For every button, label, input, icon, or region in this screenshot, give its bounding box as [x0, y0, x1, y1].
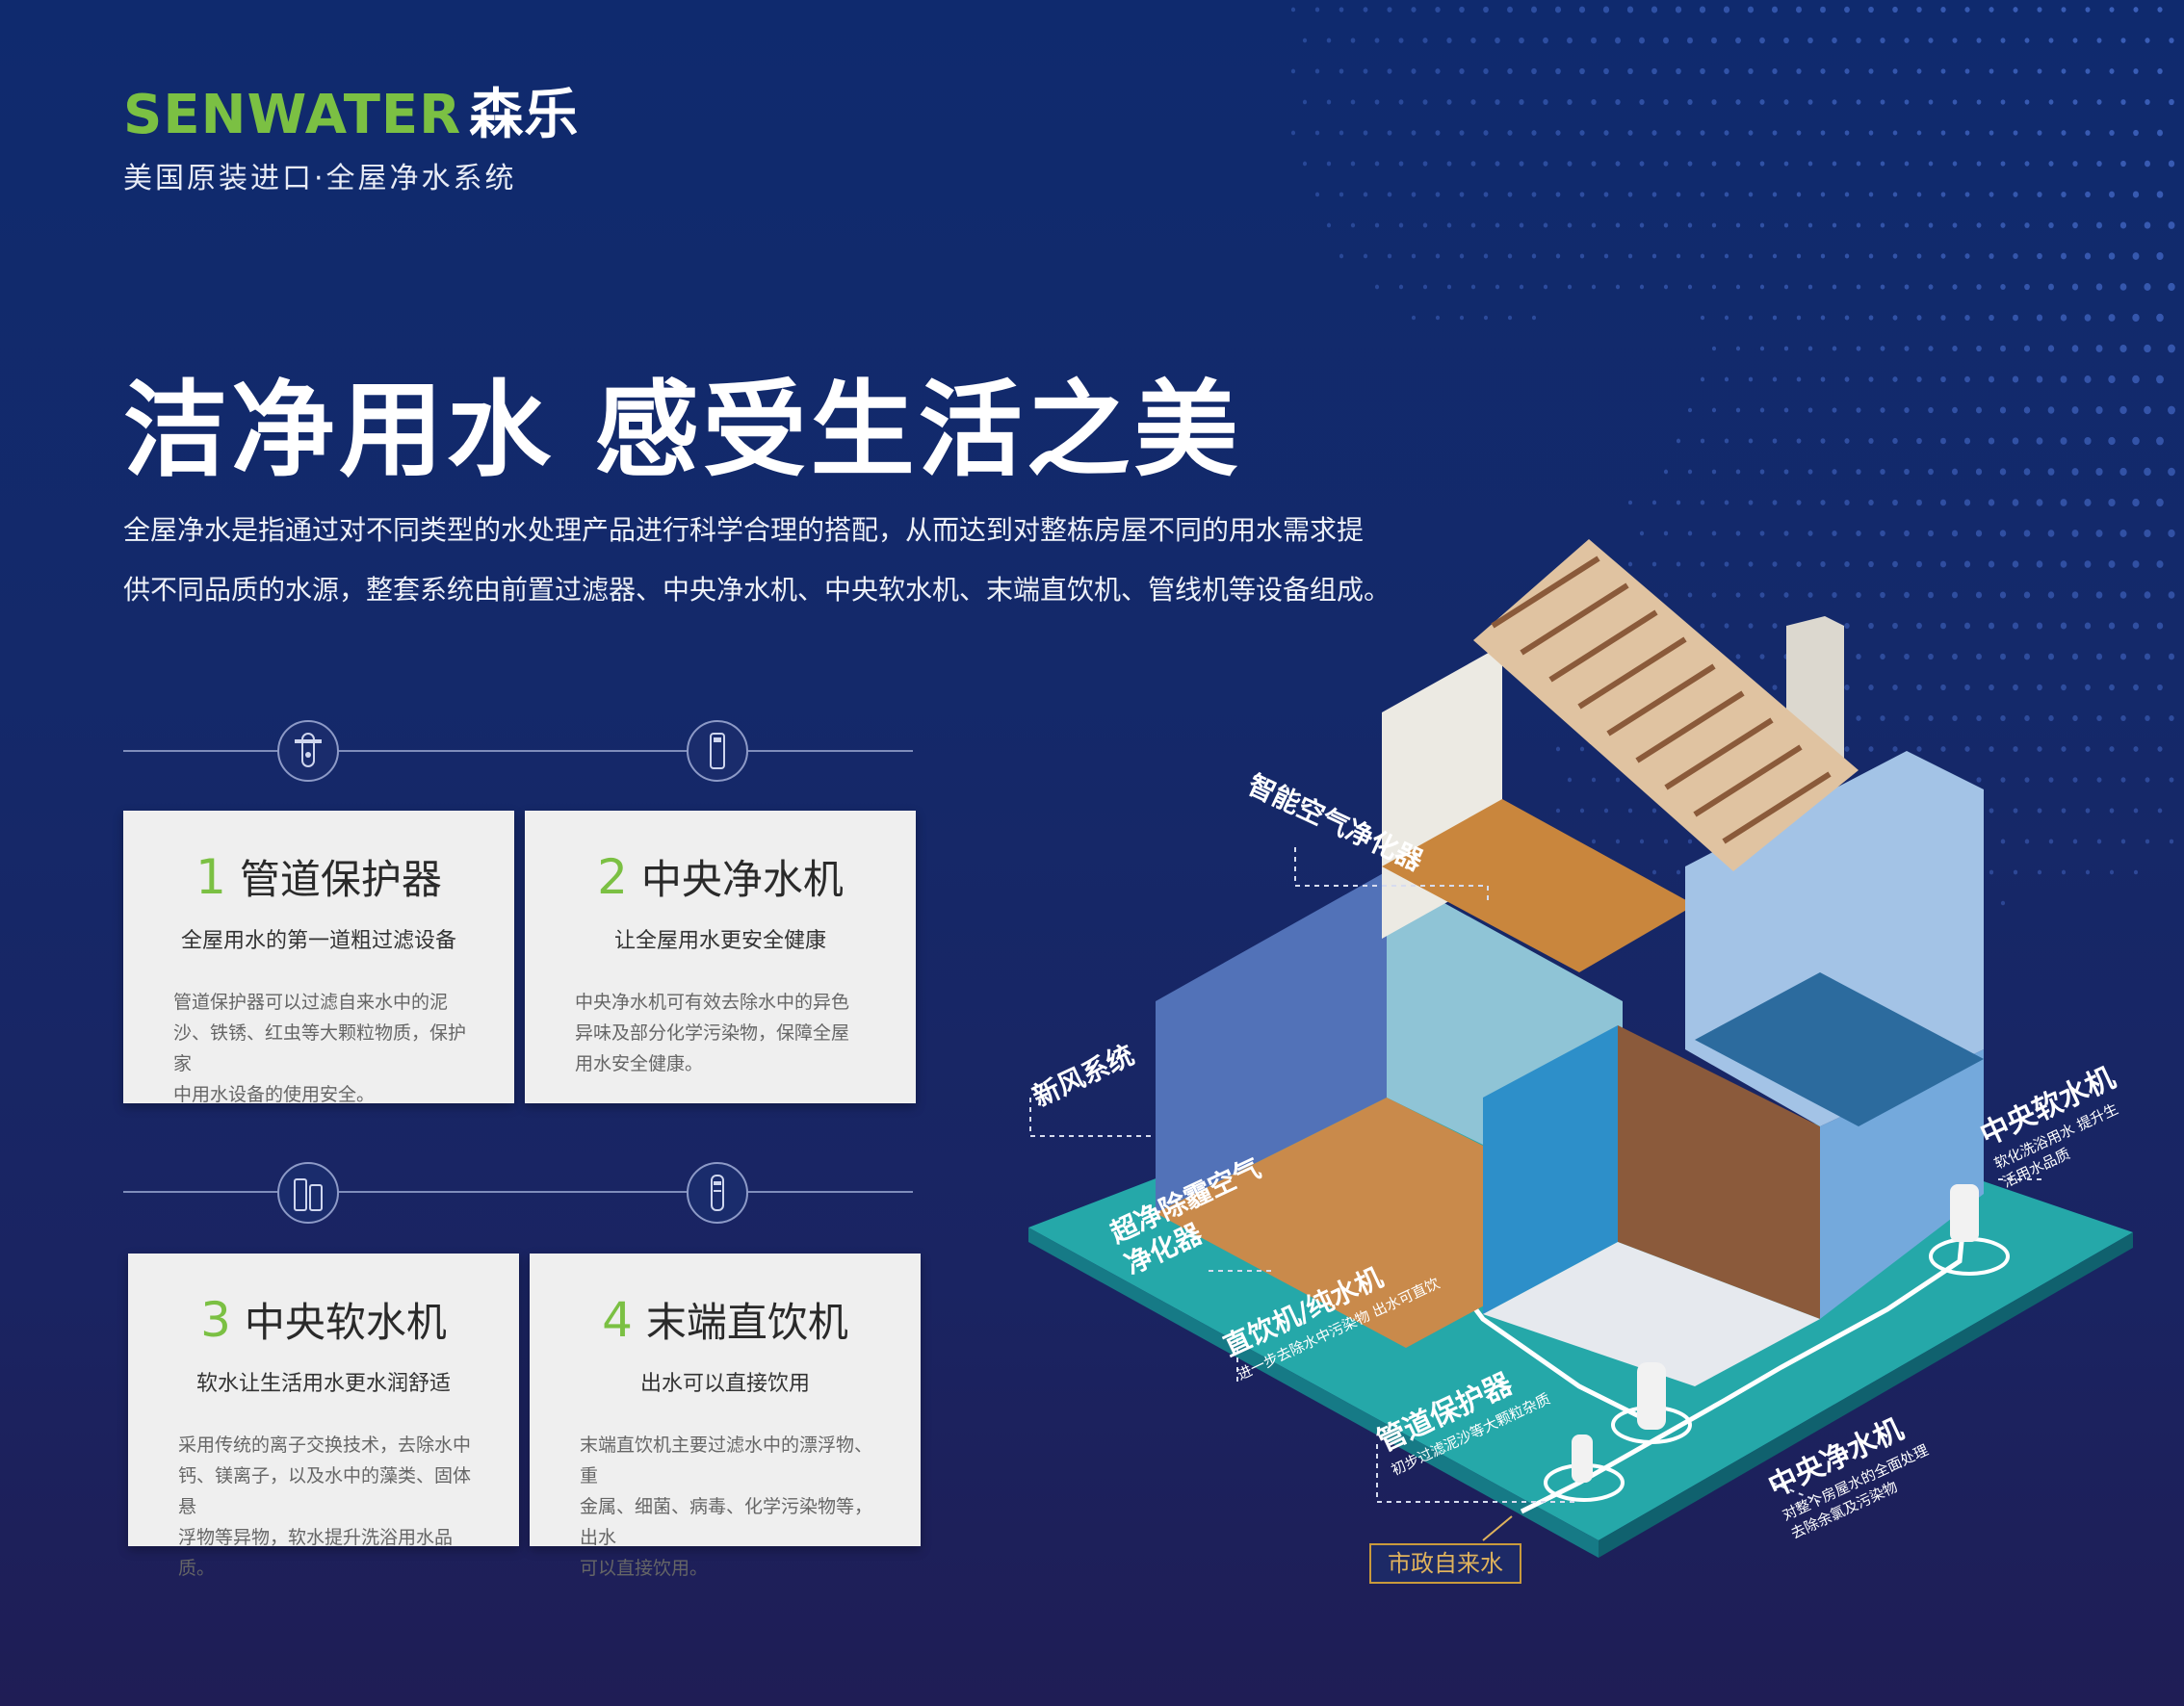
central-purifier-icon: [687, 720, 748, 782]
card-title: 末端直饮机: [645, 1299, 848, 1346]
water-softener-icon: [277, 1162, 339, 1224]
intro-line: 全屋净水是指通过对不同类型的水处理产品进行科学合理的搭配，从而达到对整栋房屋不同…: [123, 514, 1365, 546]
card-central-purifier: 2 中央净水机 让全屋用水更安全健康 中央净水机可有效去除水中的异色 异味及部分化…: [525, 811, 916, 1103]
intro-line: 供不同品质的水源，整套系统由前置过滤器、中央净水机、中央软水机、末端直饮机、管线…: [123, 574, 1391, 606]
card-body-line: 沙、铁锈、红虫等大颗粒物质，保护家: [173, 1022, 467, 1074]
card-number: 3: [200, 1292, 231, 1348]
intro-text: 全屋净水是指通过对不同类型的水处理产品进行科学合理的搭配，从而达到对整栋房屋不同…: [123, 501, 1433, 620]
wall-kitchen: [1483, 1025, 1618, 1314]
card-pipe-protector: 1 管道保护器 全屋用水的第一道粗过滤设备 管道保护器可以过滤自来水中的泥 沙、铁…: [123, 811, 514, 1105]
card-title: 中央软水机: [244, 1299, 447, 1346]
card-number: 4: [602, 1292, 633, 1348]
card-drinking-unit: 4 末端直饮机 出水可以直接饮用 末端直饮机主要过滤水中的漂浮物、重 金属、细菌、…: [530, 1254, 921, 1579]
pipe-protector-icon: [277, 720, 339, 782]
central-purifier-unit: [1637, 1362, 1666, 1430]
card-body: 中央净水机可有效去除水中的异色 异味及部分化学污染物，保障全屋 用水安全健康。: [575, 987, 870, 1079]
roof-slats: [1491, 556, 1832, 844]
ground-slab-edge: [1028, 1228, 1599, 1558]
card-body-line: 浮物等异物，软水提升洗浴用水品质。: [178, 1527, 454, 1579]
card-title: 管道保护器: [239, 856, 442, 903]
card-number: 2: [597, 849, 628, 905]
wall-living-left: [1156, 871, 1387, 1213]
card-body-line: 金属、细菌、病毒、化学污染物等，出水: [580, 1496, 873, 1548]
card-body-line: 中央净水机可有效去除水中的异色: [575, 992, 850, 1013]
card-body-line: 可以直接饮用。: [580, 1558, 709, 1579]
softener-unit: [1950, 1184, 1979, 1242]
ground-slab-edge-right: [1599, 1232, 2133, 1558]
card-number: 1: [195, 849, 226, 905]
card-subtitle: 软水让生活用水更水润舒适: [195, 1372, 451, 1396]
card-body: 末端直饮机主要过滤水中的漂浮物、重 金属、细菌、病毒、化学污染物等，出水 可以直…: [580, 1430, 874, 1584]
drinking-unit-icon: [687, 1162, 748, 1224]
separator-middle: [123, 1191, 913, 1193]
house-illustration: [1028, 539, 2133, 1558]
leader-lines: [1029, 847, 2041, 1541]
card-body-line: 管道保护器可以过滤自来水中的泥: [173, 992, 449, 1013]
card-water-softener: 3 中央软水机 软水让生活用水更水润舒适 采用传统的离子交换技术，去除水中 钙、镁…: [128, 1254, 519, 1579]
pipe-protector-unit: [1572, 1435, 1593, 1483]
floor-bedroom: [1382, 799, 1695, 972]
wall-kitchen-back: [1618, 1025, 1820, 1319]
card-body-line: 钙、镁离子，以及水中的藻类、固体悬: [178, 1465, 472, 1517]
headline: 洁净用水 感受生活之美: [123, 371, 1242, 491]
card-subtitle: 让全屋用水更安全健康: [613, 929, 826, 953]
logo-en: SENWATER: [123, 84, 462, 146]
brand-tagline: 美国原装进口·全屋净水系统: [123, 162, 517, 195]
card-subtitle: 全屋用水的第一道粗过滤设备: [180, 929, 456, 953]
card-body-line: 异味及部分化学污染物，保障全屋: [575, 1022, 850, 1044]
card-body-line: 采用传统的离子交换技术，去除水中: [178, 1435, 472, 1456]
card-title: 中央净水机: [640, 856, 844, 903]
card-body: 管道保护器可以过滤自来水中的泥 沙、铁锈、红虫等大颗粒物质，保护家 中用水设备的…: [173, 987, 468, 1110]
card-body-line: 末端直饮机主要过滤水中的漂浮物、重: [580, 1435, 873, 1486]
card-subtitle: 出水可以直接饮用: [639, 1372, 810, 1396]
logo-cn: 森乐: [469, 84, 580, 146]
card-body: 采用传统的离子交换技术，去除水中 钙、镁离子，以及水中的藻类、固体悬 浮物等异物…: [178, 1430, 473, 1584]
label-tap-water: 市政自来水: [1369, 1543, 1521, 1584]
card-body-line: 中用水设备的使用安全。: [173, 1084, 376, 1105]
floor-bathroom: [1695, 972, 1984, 1126]
floor-kitchen: [1483, 1242, 1820, 1386]
card-body-line: 用水安全健康。: [575, 1053, 704, 1074]
separator-top: [123, 750, 913, 752]
